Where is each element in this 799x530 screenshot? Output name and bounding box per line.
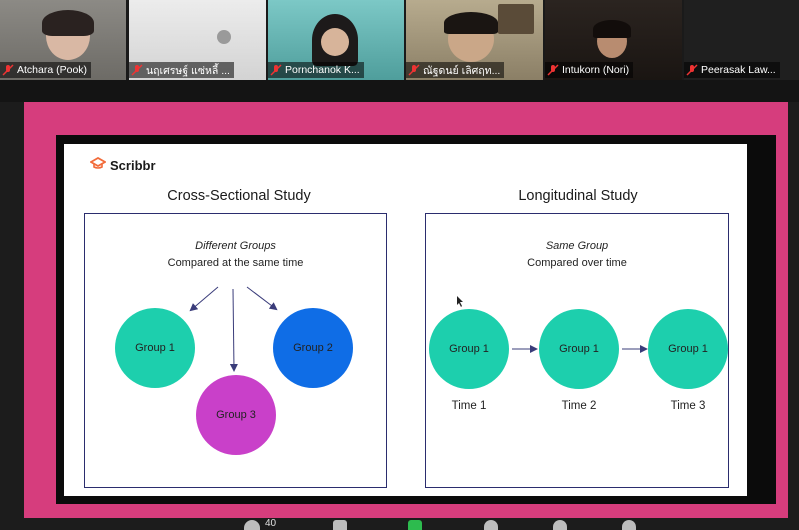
divider <box>0 80 799 102</box>
panel-subtitle-italic: Same Group <box>545 240 609 252</box>
arrows <box>189 286 278 372</box>
participant-name: Peerasak Law... <box>701 64 776 76</box>
participant-tile[interactable]: Atchara (Pook) <box>0 0 126 80</box>
panel-subtitle-italic: Different Groups <box>195 240 276 252</box>
group-3-circle: Group 3 <box>196 375 276 455</box>
panel-subtitle: Compared over time <box>527 257 627 269</box>
participant-tile[interactable]: Intukorn (Nori) <box>545 0 682 80</box>
time-2-group-circle: Group 1 <box>539 309 619 389</box>
record-icon[interactable] <box>484 520 498 530</box>
time-3-group-circle: Group 1 <box>648 309 728 389</box>
participant-name: Atchara (Pook) <box>17 64 88 76</box>
participant-name: นฤเศรษฐ์ แซ่หลี้ ... <box>146 64 230 77</box>
participant-tile[interactable]: Peerasak Law... <box>684 0 799 80</box>
mic-off-icon <box>131 64 143 76</box>
mic-off-icon <box>686 64 698 76</box>
share-screen-icon[interactable] <box>408 520 422 530</box>
participant-tile[interactable]: ณัฐดนย์ เลิศฤท... <box>406 0 543 80</box>
participant-strip: Atchara (Pook) นฤเศรษฐ์ แซ่หลี้ ... Porn… <box>0 0 799 80</box>
participant-count: 40 <box>265 518 277 529</box>
reactions-icon[interactable] <box>622 520 636 530</box>
participant-tile[interactable]: Pornchanok K... <box>268 0 404 80</box>
participant-name: ณัฐดนย์ เลิศฤท... <box>423 64 501 77</box>
scribbr-logo-icon <box>89 156 107 174</box>
mic-off-icon <box>408 64 420 76</box>
time-3-label: Time 3 <box>670 400 706 412</box>
participant-tile[interactable]: นฤเศรษฐ์ แซ่หลี้ ... <box>129 0 266 80</box>
cross-sectional-panel: Different Groups Compared at the same ti… <box>84 213 387 488</box>
group-1-circle: Group 1 <box>115 308 195 388</box>
group-2-circle: Group 2 <box>273 308 353 388</box>
panel-subtitle: Compared at the same time <box>167 257 304 269</box>
mic-off-icon <box>2 64 14 76</box>
time-2-label: Time 2 <box>561 400 597 412</box>
slide: Scribbr Cross-Sectional Study Longitudin… <box>64 144 747 496</box>
participants-icon[interactable] <box>244 520 260 530</box>
meeting-toolbar: 40 <box>0 518 799 530</box>
time-1-label: Time 1 <box>451 400 487 412</box>
longitudinal-panel: Same Group Compared over time Group 1 Gr… <box>425 213 729 488</box>
scribbr-logo: Scribbr <box>89 156 156 174</box>
mouse-cursor-icon <box>457 296 463 307</box>
arrows <box>457 296 648 353</box>
mic-off-icon <box>547 64 559 76</box>
mic-off-icon <box>270 64 282 76</box>
chat-icon[interactable] <box>333 520 347 530</box>
participant-name: Pornchanok K... <box>285 64 360 76</box>
cross-sectional-title: Cross-Sectional Study <box>167 188 311 204</box>
help-icon[interactable] <box>553 520 567 530</box>
longitudinal-title: Longitudinal Study <box>518 188 638 204</box>
time-1-group-circle: Group 1 <box>429 309 509 389</box>
participant-name: Intukorn (Nori) <box>562 64 630 76</box>
